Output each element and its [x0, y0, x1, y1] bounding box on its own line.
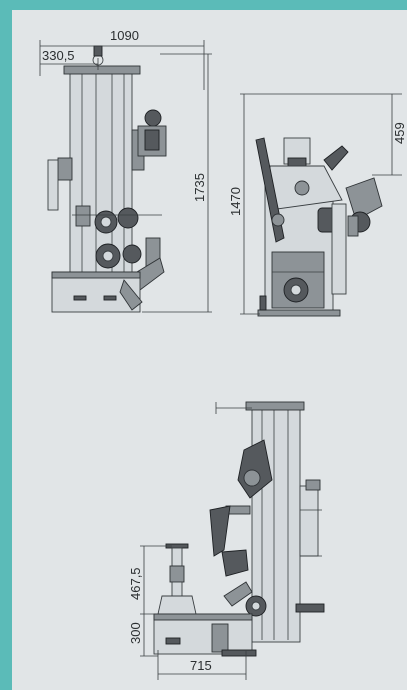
dim-width-total: 1090 — [110, 28, 139, 43]
dim-height-front: 1470 — [228, 187, 243, 216]
dim-width-partial: 330,5 — [42, 48, 75, 63]
front-view-machine — [255, 137, 383, 317]
side-view-dimensions — [39, 40, 212, 313]
technical-drawing: 1090 330,5 1735 — [39, 28, 407, 680]
bottom-view-machine — [153, 401, 325, 657]
dim-height-total: 1735 — [192, 173, 207, 202]
side-view-machine — [47, 45, 167, 313]
dim-height-arm: 459 — [392, 122, 407, 144]
front-view-dimensions — [240, 93, 402, 315]
bottom-view-dimensions — [140, 545, 247, 680]
dim-depth-base: 715 — [190, 658, 212, 673]
dim-height-lower: 300 — [128, 622, 143, 644]
drawing-sheet: 1090 330,5 1735 — [12, 10, 407, 690]
dim-height-upper: 467,5 — [128, 567, 143, 600]
